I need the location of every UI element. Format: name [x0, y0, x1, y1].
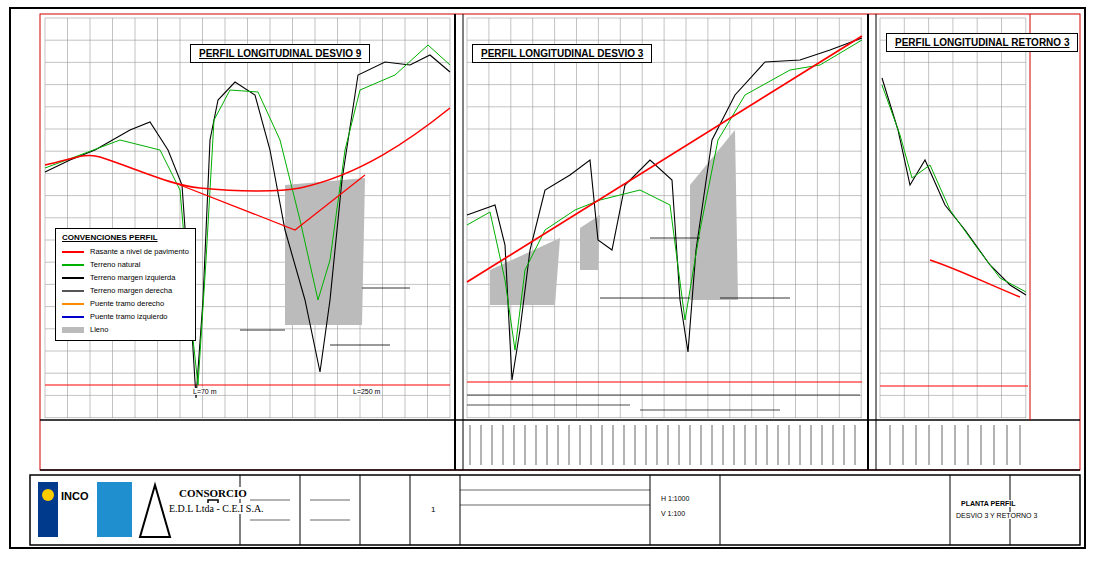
- drawing-label: CONSORCIO: [178, 487, 248, 499]
- legend-text: Terreno margen izquierda: [90, 273, 175, 282]
- legend-swatch: [62, 251, 84, 253]
- legend-swatch: [62, 327, 84, 333]
- legend-text: Rasante a nivel de pavimento: [90, 247, 189, 256]
- legend-row: Terreno margen izquierda: [56, 271, 195, 284]
- legend-text: Puente tramo izquierdo: [90, 312, 168, 321]
- legend-swatch: [62, 303, 84, 305]
- legend-row: Puente tramo derecho: [56, 297, 195, 310]
- legend-swatch: [62, 316, 84, 318]
- drawing-label: DESVIO 3 Y RETORNO 3: [955, 512, 1038, 519]
- legend-swatch: [62, 277, 84, 279]
- drawing-label: INCO: [60, 490, 90, 502]
- legend-text: Terreno natural: [90, 260, 140, 269]
- legend-row: Puente tramo izquierdo: [56, 310, 195, 323]
- legend-row: Rasante a nivel de pavimento: [56, 245, 195, 258]
- profile-title: PERFIL LONGITUDINAL DESVIO 9: [190, 44, 370, 63]
- legend-box: CONVENCIONES PERFIL Rasante a nivel de pa…: [55, 228, 196, 341]
- drawing-label: E.D.L Ltda - C.E.I S.A.: [168, 503, 265, 514]
- legend-swatch: [62, 290, 84, 292]
- drawing-label: PLANTA PERFIL: [960, 500, 1016, 507]
- profile-title: PERFIL LONGITUDINAL DESVIO 3: [472, 44, 652, 63]
- legend-text: Lleno: [90, 325, 108, 334]
- drawing-label: H 1:1000: [660, 495, 690, 502]
- legend-row: Terreno margen derecha: [56, 284, 195, 297]
- title-text: PERFIL LONGITUDINAL DESVIO 3: [473, 45, 651, 62]
- drawing-label: L=70 m: [192, 388, 218, 395]
- legend-text: Terreno margen derecha: [90, 286, 172, 295]
- legend-heading: CONVENCIONES PERFIL: [56, 229, 195, 245]
- profile-title: PERFIL LONGITUDINAL RETORNO 3: [886, 33, 1078, 52]
- legend-row: Terreno natural: [56, 258, 195, 271]
- drawing-label: L=250 m: [352, 388, 381, 395]
- legend-swatch: [62, 264, 84, 266]
- title-text: PERFIL LONGITUDINAL DESVIO 9: [191, 45, 369, 62]
- drawing-label: V 1:100: [660, 510, 686, 517]
- legend-text: Puente tramo derecho: [90, 299, 164, 308]
- title-text: PERFIL LONGITUDINAL RETORNO 3: [887, 34, 1077, 51]
- drawing-label: 1: [430, 505, 436, 514]
- legend-row: Lleno: [56, 323, 195, 336]
